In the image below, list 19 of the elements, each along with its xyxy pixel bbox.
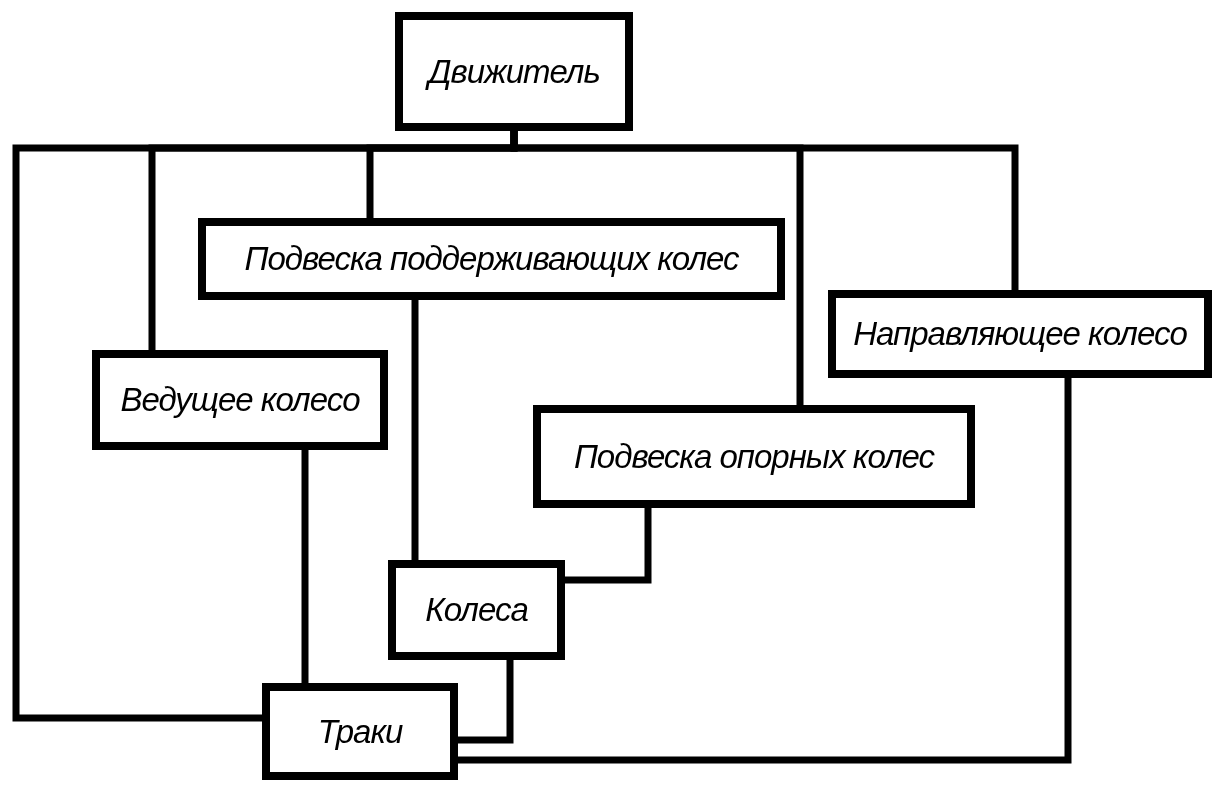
block-box	[262, 683, 458, 780]
connector-line	[565, 508, 652, 584]
connector-line	[458, 378, 1072, 764]
block-label: Направляющее колесо	[853, 315, 1187, 353]
block-box	[828, 290, 1212, 378]
block-box	[198, 218, 785, 300]
connector-line	[458, 660, 514, 744]
block-box	[533, 405, 975, 508]
connector-line	[301, 450, 309, 683]
block-label: Траки	[317, 712, 403, 751]
block-box	[92, 350, 388, 450]
connector-line	[411, 300, 419, 560]
block-label: Подвеска поддерживающих колес	[244, 240, 739, 278]
block-label: Подвеска опорных колес	[573, 437, 935, 476]
connector-line	[510, 131, 1019, 290]
block-box	[388, 560, 565, 660]
block-box	[395, 12, 633, 131]
block-label: Ведущее колесо	[120, 381, 360, 419]
block-label: Колеса	[425, 591, 528, 629]
